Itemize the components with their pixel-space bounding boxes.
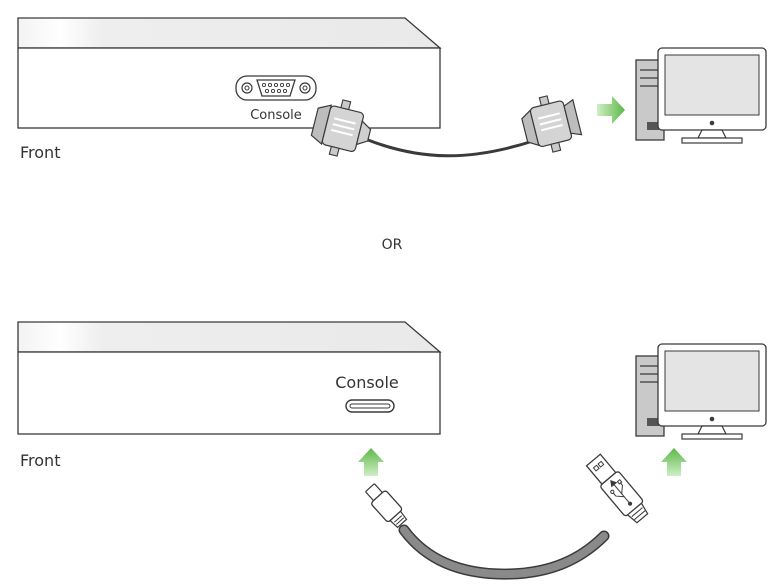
usb-symbol-icon (610, 479, 633, 506)
arrow-up-computer-icon (661, 448, 687, 476)
top-switch-device (17, 17, 442, 129)
top-console-label: Console (250, 108, 302, 123)
usb-c-plug (365, 483, 408, 529)
bottom-computer-icon (635, 343, 767, 440)
serial-plug-right (521, 95, 583, 153)
serial-cable (367, 138, 537, 158)
usb-c-console-port (345, 399, 395, 413)
top-switch-top-face (17, 17, 442, 49)
arrow-up-icon (358, 448, 384, 476)
serial-plug-left (310, 99, 372, 157)
top-front-label: Front (20, 143, 60, 162)
usb-cable (400, 526, 608, 579)
bottom-front-label: Front (20, 451, 60, 470)
bottom-switch-front-face (17, 351, 441, 435)
usb-cable-outline (398, 524, 610, 580)
top-computer-icon (635, 47, 767, 144)
bottom-switch-top-face (17, 321, 442, 353)
or-separator: OR (382, 237, 403, 253)
bottom-switch-device (17, 321, 442, 435)
bottom-console-label: Console (335, 373, 399, 392)
db9-console-port (235, 75, 317, 101)
usb-a-plug (585, 453, 649, 524)
top-switch-front-face (17, 47, 441, 129)
arrow-right-icon (597, 96, 625, 124)
